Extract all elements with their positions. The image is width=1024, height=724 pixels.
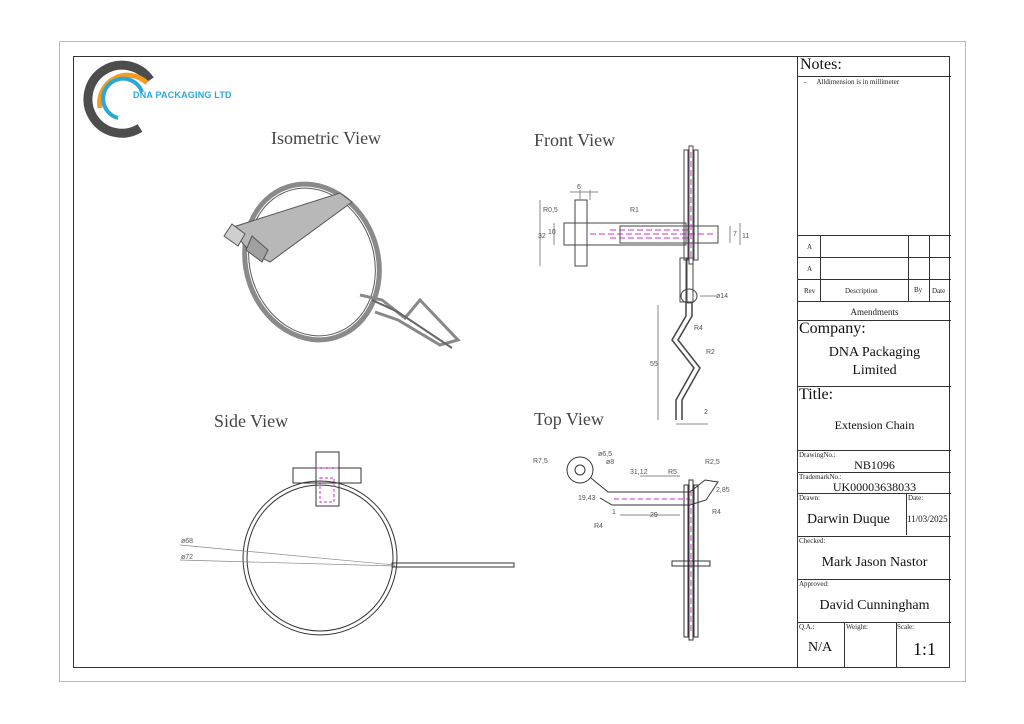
dim-top-r4-left: R4 (594, 523, 603, 530)
title-value: Extension Chain (834, 418, 915, 432)
drawing-frame (73, 56, 950, 668)
scale-value: 1:1 (913, 639, 937, 659)
company-name-line2: Limited (852, 363, 897, 378)
dim-front-2: 2 (704, 409, 708, 416)
rev-row-2: A (807, 265, 813, 273)
trademark-label: TrademarkNo.: (799, 473, 842, 481)
date-label: Date: (908, 494, 924, 502)
title-label: Title: (799, 386, 834, 403)
dim-top-r75: R7,5 (533, 458, 548, 465)
top-view-drawing (566, 456, 719, 641)
rev-header-rev: Rev (804, 287, 816, 295)
isometric-view-title: Isometric View (271, 128, 382, 148)
dim-front-6: 6 (577, 184, 581, 191)
drawn-label: Drawn: (799, 494, 820, 502)
date-value: 11/03/2025 (907, 514, 948, 524)
dim-top-285: 2,85 (716, 487, 730, 494)
title-block: Notes: - Alldimension is in millimeter A… (797, 56, 951, 668)
checked-label: Checked: (799, 537, 826, 545)
dim-top-1: 1 (612, 509, 616, 516)
scale-label: Scale: (897, 623, 915, 631)
approved-label: Approved: (799, 580, 829, 588)
dim-top-r4-right: R4 (712, 509, 721, 516)
approved-value: David Cunningham (819, 598, 930, 613)
amendments-label: Amendments (850, 307, 899, 317)
dim-front-r2: R2 (706, 349, 715, 356)
dim-side-dia72: ø72 (181, 554, 193, 561)
qa-label: Q.A.: (799, 623, 815, 631)
notes-label: Notes: (800, 56, 842, 73)
weight-label: Weight: (846, 623, 868, 631)
company-name-line1: DNA Packaging (828, 345, 921, 360)
top-view-title: Top View (534, 409, 604, 429)
logo-gray-arc (83, 60, 154, 138)
dim-front-10: 10 (548, 229, 556, 236)
rev-header-description: Description (845, 287, 878, 295)
company-label: Company: (799, 320, 866, 337)
logo-text: DNA PACKAGING LTD (133, 90, 232, 100)
side-view-drawing (179, 451, 515, 636)
checked-value: Mark Jason Nastor (821, 555, 928, 570)
dim-top-dia65: ø6,5 (598, 451, 612, 458)
dim-front-r05: R0,5 (543, 207, 558, 214)
qa-value: N/A (808, 640, 833, 655)
front-view-title: Front View (534, 130, 616, 150)
front-view-drawing (539, 145, 741, 425)
dim-front-dia14: ø14 (716, 293, 728, 300)
dim-top-3112: 31,12 (630, 469, 648, 476)
logo-blue-arc (101, 76, 144, 120)
dim-front-11: 11 (742, 233, 749, 240)
rev-header-date: Date (932, 287, 946, 295)
side-view-title: Side View (214, 411, 289, 431)
dim-front-32: 32 (538, 233, 546, 240)
dim-top-r25: R2,5 (705, 459, 720, 466)
drawing-no-label: DrawingNo.: (799, 451, 836, 459)
dim-front-55: 55 (650, 361, 658, 368)
drawing-sheet-border (59, 41, 966, 682)
rev-row-1: A (807, 243, 813, 251)
dim-front-r4: R4 (694, 325, 703, 332)
drawing-no-value: NB1096 (854, 458, 895, 472)
dim-front-7: 7 (733, 231, 737, 238)
note-item: - Alldimension is in millimeter (804, 78, 900, 86)
dim-front-r1: R1 (630, 207, 639, 214)
dim-top-29: 29 (650, 512, 658, 519)
isometric-drawing (223, 181, 461, 349)
dim-top-dia8: ø8 (606, 459, 614, 466)
drawn-value: Darwin Duque (807, 512, 890, 527)
trademark-value: UK00003638033 (832, 480, 917, 494)
dim-top-1943: 19,43 (578, 495, 596, 502)
rev-header-by: By (914, 286, 923, 294)
dim-top-r5: R5 (668, 469, 677, 476)
dim-side-dia68: ø68 (181, 538, 193, 545)
